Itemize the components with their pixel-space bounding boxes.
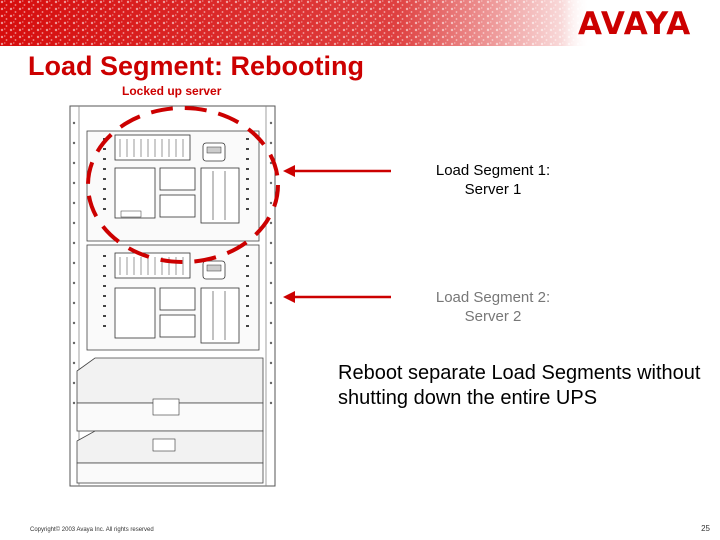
arrow-to-server-1 [283,164,393,183]
server-1-text: Server 1 [464,181,522,198]
load-segment-2-label: Load Segment 2: Server 2 [393,288,593,326]
copyright-footer: Copyright© 2003 Avaya Inc. All rights re… [30,527,154,533]
slide-subtitle: Locked up server [122,84,222,98]
avaya-logo: AVAYA [578,6,692,42]
load-segment-1-label: Load Segment 1: Server 1 [393,161,593,199]
server-2-unit [86,244,260,351]
slide-title: Load Segment: Rebooting [28,51,364,81]
server-2-text: Server 2 [464,308,522,325]
server-rack-illustration [65,103,285,488]
page-number: 25 [701,524,710,533]
banner-speckle-graphic [0,0,720,46]
arrow-to-server-2 [283,290,393,309]
server-1-unit [86,130,260,242]
reboot-note: Reboot separate Load Segments without sh… [338,362,701,409]
ups-units [76,357,264,484]
rack-graphic [69,105,276,487]
load-segment-1-text: Load Segment 1: [435,162,551,179]
header-banner [0,0,720,46]
load-segment-2-text: Load Segment 2: [435,289,551,306]
locked-server-highlight-oval [83,103,283,268]
